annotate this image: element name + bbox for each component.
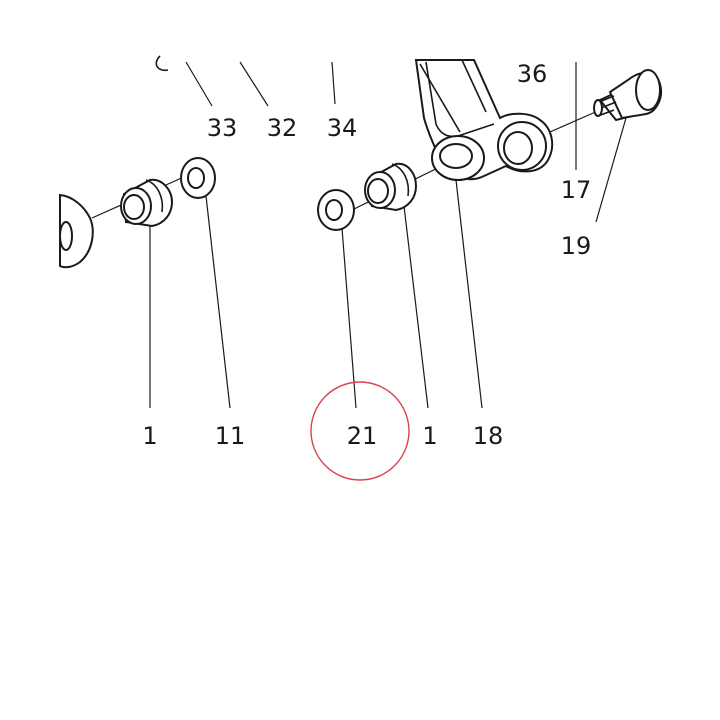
leader-19: [595, 117, 627, 223]
washer-21: [317, 189, 355, 231]
bushing-left: [120, 178, 174, 228]
pin-bolt-19: [593, 69, 662, 122]
callout-19: 19: [561, 232, 592, 260]
leader-18: [455, 179, 483, 409]
callout-34: 34: [327, 114, 358, 142]
highlight-circle: [310, 381, 410, 481]
callout-21: 21: [347, 422, 378, 450]
leader-21: [341, 227, 357, 409]
washer-11: [180, 157, 216, 199]
leader-32: [239, 61, 269, 107]
linkage-bracket-18: [414, 59, 554, 181]
axis-line-pin: [549, 109, 601, 133]
callout-18: 18: [473, 422, 504, 450]
leader-11: [205, 195, 231, 409]
callout-36: 36: [517, 60, 548, 88]
callout-1-right: 1: [422, 422, 437, 450]
leader-34: [331, 61, 336, 105]
callout-33: 33: [207, 114, 238, 142]
callout-17: 17: [561, 176, 592, 204]
partial-fragment-top: [155, 55, 169, 72]
callout-32: 32: [267, 114, 298, 142]
callout-11: 11: [215, 422, 246, 450]
leader-1-right: [403, 205, 429, 409]
leader-33: [185, 61, 213, 107]
bushing-right: [364, 162, 418, 212]
frame-mount-left: [59, 193, 94, 269]
callout-1-left: 1: [142, 422, 157, 450]
